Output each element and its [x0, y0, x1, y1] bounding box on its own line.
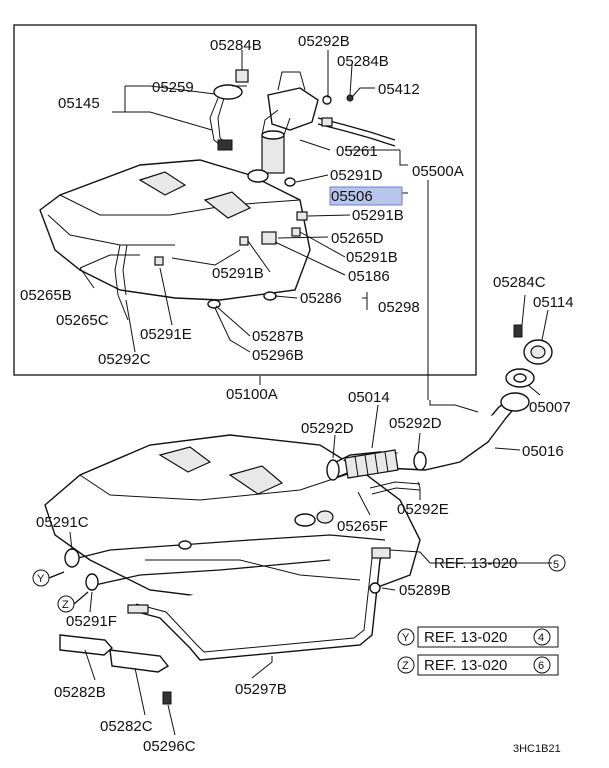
label-05016: 05016	[522, 443, 564, 460]
ref-z-circle	[397, 656, 415, 674]
label-05291B-2: 05291B	[346, 249, 398, 266]
ref-y-letter: Y	[402, 632, 410, 644]
label-05296C: 05296C	[143, 738, 196, 755]
label-05291B-1: 05291B	[352, 207, 404, 224]
ref-main-number: 5	[553, 559, 559, 571]
label-05259: 05259	[152, 79, 194, 96]
label-05284B-2: 05284B	[337, 53, 389, 70]
ref-main-circle	[548, 554, 566, 572]
marker-z: Z	[62, 599, 69, 611]
marker-z-arrow	[73, 591, 89, 605]
clamps	[79, 94, 354, 309]
label-05292C: 05292C	[98, 351, 151, 368]
marker-y-arrow	[48, 571, 65, 579]
ref-z-num-circle	[533, 656, 551, 674]
label-05291E: 05291E	[140, 326, 192, 343]
leader-lines-lower	[69, 180, 552, 736]
label-05500A: 05500A	[412, 163, 464, 180]
tank-strap	[59, 547, 391, 705]
ref-z-box	[417, 654, 559, 676]
label-05291F: 05291F	[66, 613, 117, 630]
inset-frame	[13, 24, 477, 376]
label-05506: 05506	[331, 188, 373, 205]
highlight-05506	[329, 186, 403, 206]
ref-z-text: REF. 13-020	[424, 657, 507, 674]
label-05007: 05007	[529, 399, 571, 416]
ref-y-number: 4	[538, 632, 544, 644]
leader-lines-inset	[79, 50, 408, 353]
label-05291B-3: 05291B	[212, 265, 264, 282]
vent-hoses	[64, 510, 386, 591]
ref-y-text: REF. 13-020	[424, 629, 507, 646]
ref-z-letter: Z	[402, 660, 409, 672]
label-05296B: 05296B	[252, 347, 304, 364]
ref-main-text: REF. 13-020	[434, 555, 517, 572]
label-05265B: 05265B	[20, 287, 72, 304]
label-05287B: 05287B	[252, 328, 304, 345]
ref-y-box	[417, 626, 559, 648]
fuel-pump-assembly	[261, 71, 396, 174]
label-05186: 05186	[348, 268, 390, 285]
sender-unit	[209, 69, 249, 151]
label-05100A: 05100A	[226, 386, 278, 403]
tank-lower	[44, 434, 421, 601]
ref-y-num-circle	[533, 628, 551, 646]
label-05145: 05145	[58, 95, 100, 112]
label-05284C: 05284C	[493, 274, 546, 291]
diagram-code: 3HC1B21	[513, 743, 561, 755]
ref-z-number: 6	[538, 660, 544, 672]
label-05298: 05298	[378, 299, 420, 316]
label-05282C: 05282C	[100, 718, 153, 735]
ref-y-circle	[397, 628, 415, 646]
label-05412: 05412	[378, 81, 420, 98]
label-05286: 05286	[300, 290, 342, 307]
label-05265C: 05265C	[56, 312, 109, 329]
label-05261: 05261	[336, 143, 378, 160]
label-05282B: 05282B	[54, 684, 106, 701]
tank-upper	[39, 159, 311, 301]
fuel-cap-assembly	[505, 294, 553, 396]
label-05265D: 05265D	[331, 230, 384, 247]
label-05297B: 05297B	[235, 681, 287, 698]
label-05292D-1: 05292D	[301, 420, 354, 437]
label-05014: 05014	[348, 389, 390, 406]
label-05291D: 05291D	[330, 167, 383, 184]
label-05289B: 05289B	[399, 582, 451, 599]
label-05291C: 05291C	[36, 514, 89, 531]
label-05292E: 05292E	[397, 501, 449, 518]
label-05284B-top: 05284B	[210, 37, 262, 54]
label-05114: 05114	[533, 294, 574, 311]
marker-y: Y	[37, 573, 45, 585]
label-05265F: 05265F	[337, 518, 388, 535]
label-05292B-top: 05292B	[298, 33, 350, 50]
filler-neck	[326, 392, 530, 495]
label-05292D-2: 05292D	[389, 415, 442, 432]
